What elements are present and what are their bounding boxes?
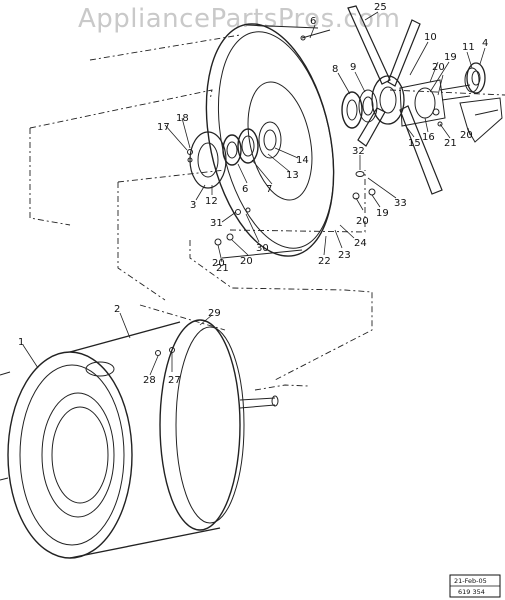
front-seals [189, 121, 282, 189]
leader-lines [22, 11, 486, 376]
callout-31: 31 [210, 218, 223, 229]
callout-21-right: 21 [444, 138, 457, 149]
callout-29: 29 [208, 308, 221, 319]
callout-20-upper: 20 [432, 62, 445, 73]
stamp-date: 21-Feb-05 [454, 577, 487, 585]
callout-20-left: 20 [212, 258, 225, 269]
callout-8: 8 [332, 64, 338, 75]
rear-bearing [464, 62, 486, 94]
callout-4: 4 [482, 38, 488, 49]
callout-10: 10 [424, 32, 437, 43]
callout-numbers: 1 2 3 4 6 6 7 8 9 10 11 12 13 14 15 16 1… [18, 2, 488, 386]
callout-21-left: 21 [216, 263, 229, 274]
callout-18: 18 [176, 113, 189, 124]
callout-14: 14 [296, 155, 309, 166]
callout-6-upper: 6 [310, 16, 316, 27]
callout-19-lower: 19 [376, 208, 389, 219]
callout-16: 16 [422, 132, 435, 143]
callout-2: 2 [114, 304, 120, 315]
assembly-guide-lines [29, 34, 505, 391]
callout-24: 24 [354, 238, 367, 249]
tub-back-disc [205, 23, 335, 259]
callout-11: 11 [462, 42, 475, 53]
callout-22: 22 [318, 256, 331, 267]
outer-tub [0, 319, 279, 559]
callout-12: 12 [205, 196, 218, 207]
callout-33: 33 [394, 198, 407, 209]
watermark: AppliancePartsPros.com [78, 4, 400, 34]
callout-7: 7 [266, 184, 272, 195]
callout-28: 28 [143, 375, 156, 386]
callout-20-right: 20 [460, 130, 473, 141]
drum-spider [347, 5, 443, 195]
callout-3: 3 [190, 200, 196, 211]
callout-27: 27 [168, 375, 181, 386]
callout-1: 1 [18, 337, 24, 348]
support-bracket [459, 97, 503, 143]
callout-20-mid: 20 [240, 256, 253, 267]
bearing-housing [399, 79, 471, 127]
callout-17: 17 [157, 122, 170, 133]
callout-9: 9 [350, 62, 356, 73]
callout-15: 15 [408, 138, 421, 149]
stamp-code: 619 354 [458, 588, 485, 596]
callout-23: 23 [338, 250, 351, 261]
callout-30: 30 [256, 243, 269, 254]
callout-20-lower: 20 [356, 216, 369, 227]
callout-32: 32 [352, 146, 365, 157]
date-stamp: 21-Feb-05 619 354 [449, 574, 501, 598]
seal-rings [341, 89, 378, 129]
callout-13: 13 [286, 170, 299, 181]
callout-25: 25 [374, 2, 387, 13]
callout-19-upper: 19 [444, 52, 457, 63]
callout-6-lower: 6 [242, 184, 248, 195]
